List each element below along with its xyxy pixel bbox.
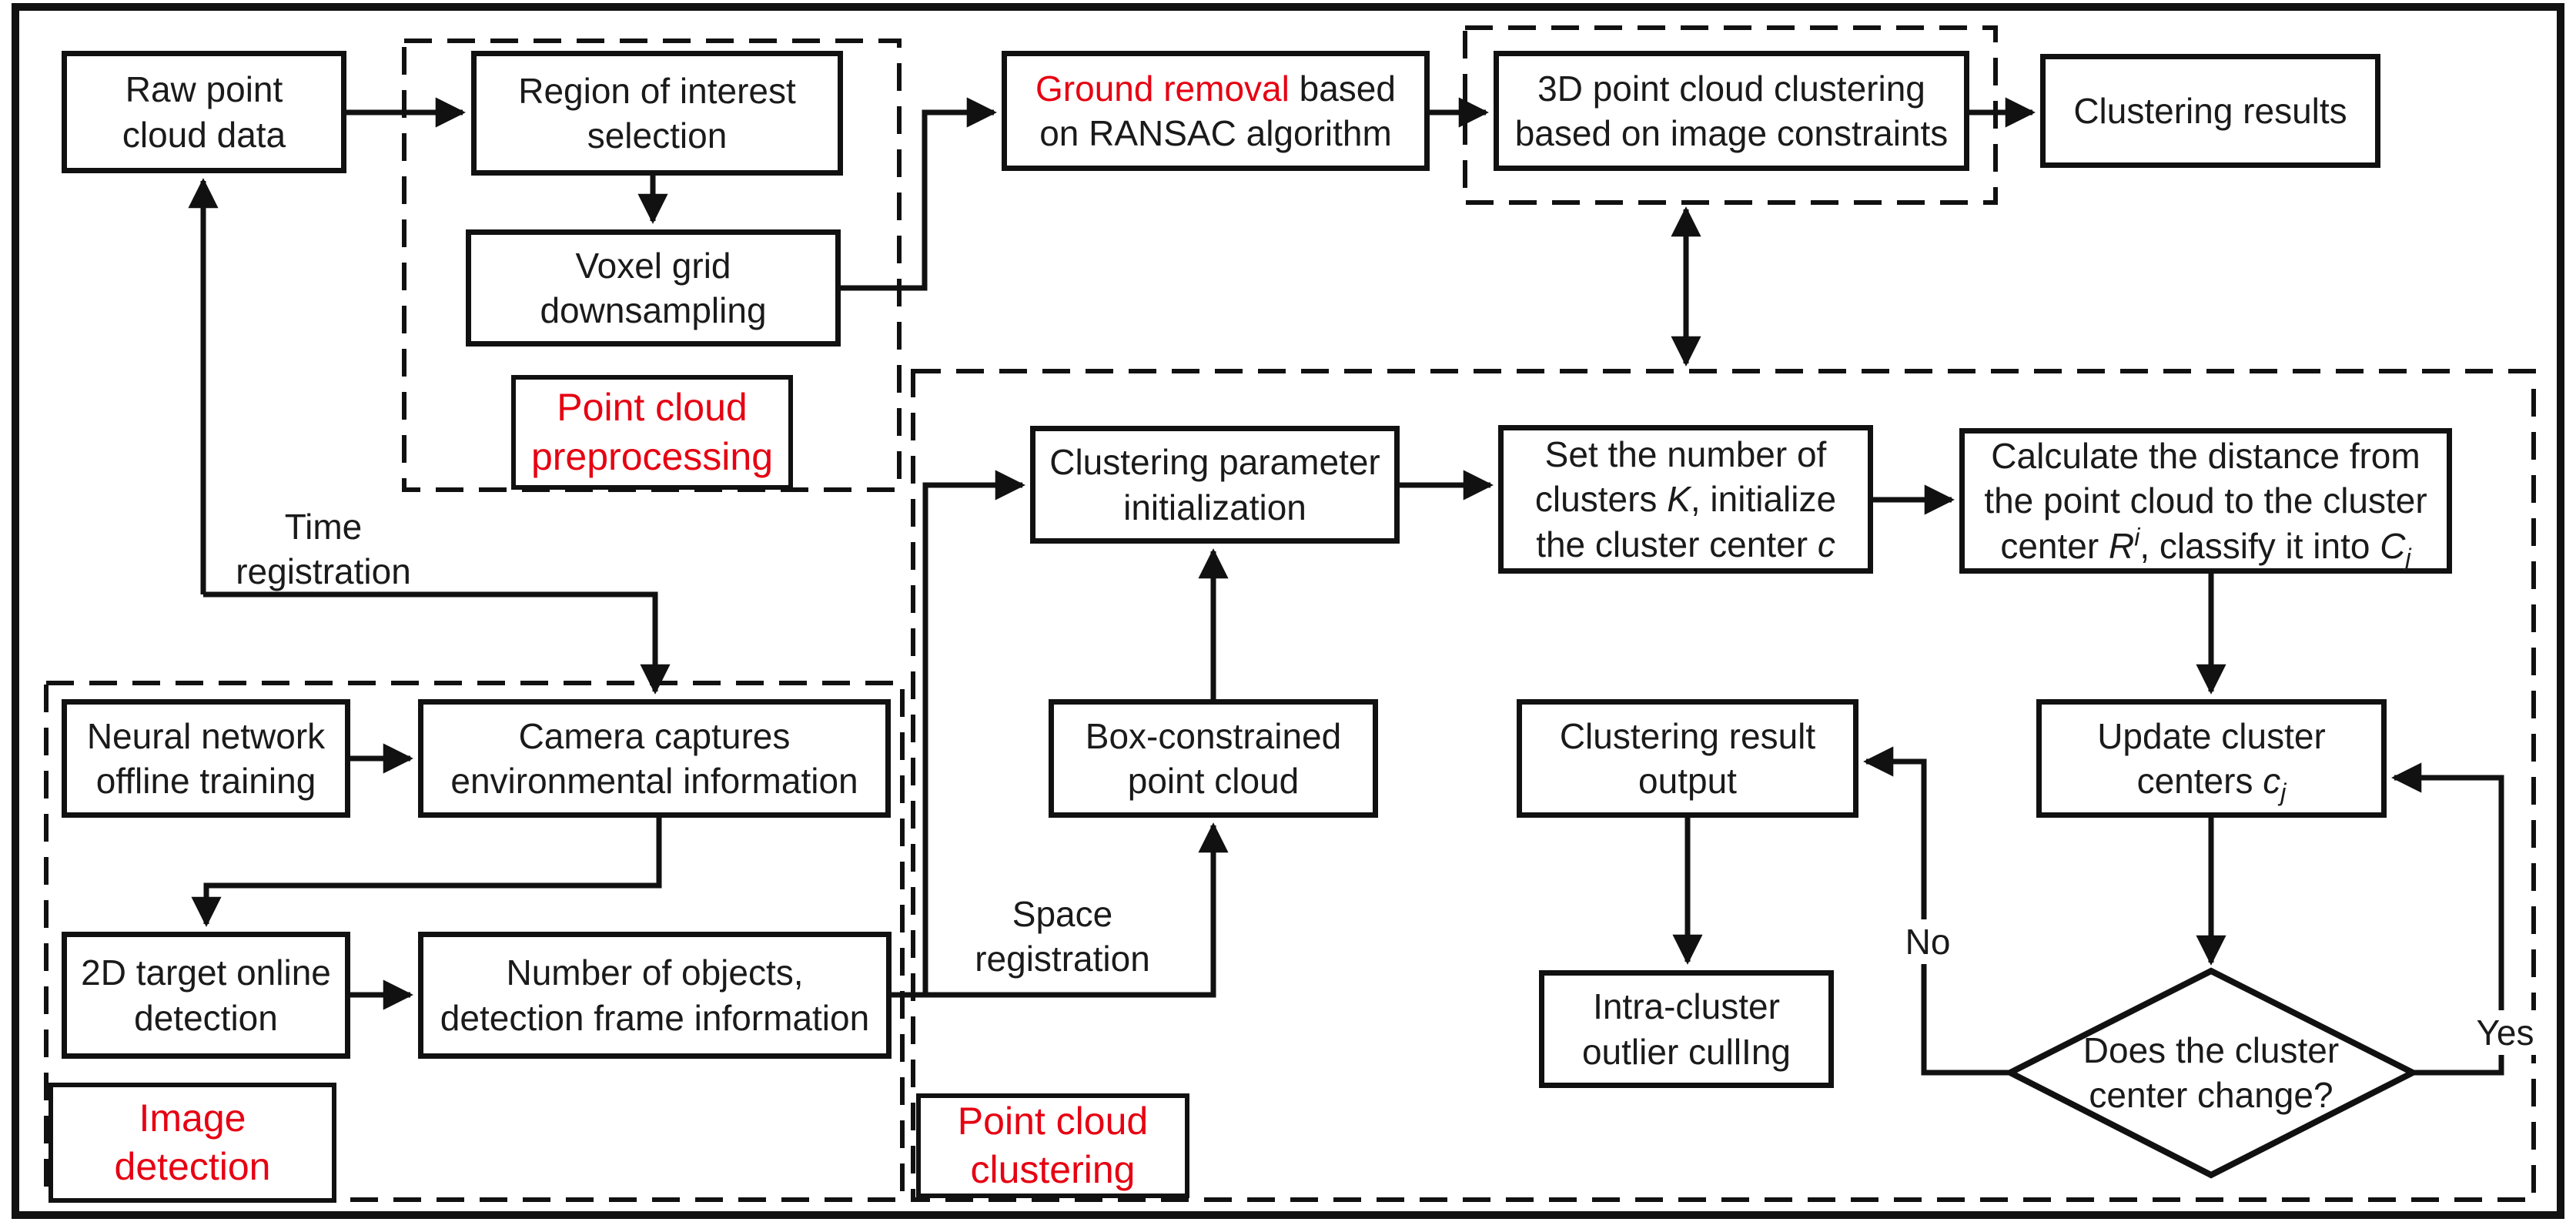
edge-label-text: registration — [975, 939, 1150, 979]
module-label-image-detection: Image detection — [49, 1083, 336, 1203]
node-text: Update cluster — [2097, 715, 2326, 756]
edge-label-space-registration: Space registration — [947, 892, 1178, 982]
node-text: Voxel grid — [575, 245, 731, 286]
edge-label-text: Space — [1012, 894, 1113, 934]
node-region-of-interest: Region of interest selection — [471, 51, 843, 176]
node-text: centers cj — [2136, 761, 2287, 807]
node-2d-target-online-detection: 2D target online detection — [62, 932, 350, 1059]
node-text: Ground removal based — [1035, 68, 1396, 109]
node-neural-network-offline-training: Neural network offline training — [62, 699, 350, 818]
node-intra-cluster-outlier-culling: Intra-cluster outlier cullIng — [1539, 970, 1834, 1088]
node-set-number-of-clusters: Set the number of clusters K, initialize… — [1498, 425, 1873, 574]
decision-diamond-label: Does the cluster center change? — [2049, 1028, 2373, 1118]
node-text: the point cloud to the cluster — [1984, 480, 2427, 521]
region-point-cloud-clustering — [911, 369, 2536, 1202]
edge-camera-to-2d — [191, 818, 662, 927]
node-text: point cloud — [1127, 761, 1300, 801]
node-text: Set the number of — [1544, 434, 1827, 474]
node-text: downsampling — [540, 290, 767, 330]
edge-label-no: No — [1888, 919, 1968, 965]
node-text: output — [1638, 761, 1737, 801]
module-label-point-cloud-clustering: Point cloud clustering — [916, 1093, 1189, 1198]
module-label-text: preprocessing — [530, 434, 774, 478]
node-text: Intra-cluster — [1593, 986, 1780, 1027]
node-clustering-parameter-initialization: Clustering parameter initialization — [1030, 426, 1400, 544]
node-text: Clustering result — [1559, 715, 1816, 756]
edge-label-yes: Yes — [2462, 1010, 2548, 1056]
node-voxel-grid-downsampling: Voxel grid downsampling — [466, 229, 841, 347]
node-text: clusters K, initialize — [1534, 479, 1837, 520]
outer-border — [12, 3, 2564, 1219]
node-text: environmental information — [450, 761, 858, 801]
node-text: Neural network — [86, 715, 326, 756]
node-text: cloud data — [122, 114, 286, 155]
edge-label-text: Time — [284, 507, 363, 547]
edge-timereg-to-camera — [203, 591, 671, 695]
module-label-text: Image — [139, 1096, 246, 1140]
node-text: center Ri, classify it into Cj — [2000, 523, 2411, 571]
node-text: Clustering parameter — [1049, 442, 1380, 483]
edge-voxel-to-ground — [841, 97, 997, 291]
node-text: Number of objects, — [506, 952, 804, 993]
edge-diamond-yes-to-update — [2391, 762, 2504, 1076]
region-point-cloud-preprocessing — [402, 39, 902, 492]
node-camera-captures-environment: Camera captures environmental informatio… — [418, 699, 891, 818]
node-text: Clustering results — [2073, 90, 2347, 131]
node-box-constrained-point-cloud: Box-constrained point cloud — [1049, 699, 1378, 818]
edge-label-time-registration: Time registration — [208, 504, 439, 594]
node-text: Box-constrained — [1085, 715, 1342, 756]
node-raw-point-cloud-data: Raw point cloud data — [62, 51, 346, 173]
node-text: 3D point cloud clustering — [1537, 68, 1925, 109]
node-text: 2D target online — [81, 952, 331, 993]
edge-label-text: No — [1888, 919, 1968, 965]
module-label-point-cloud-preprocessing: Point cloud preprocessing — [511, 375, 793, 490]
node-text: detection frame information — [440, 997, 870, 1038]
node-text: Calculate the distance from — [1991, 435, 2420, 476]
node-clustering-results: Clustering results — [2040, 54, 2380, 168]
node-text: Camera captures — [518, 715, 791, 756]
node-clustering-result-output: Clustering result output — [1517, 699, 1858, 818]
edge-numobj-to-param — [922, 470, 1025, 995]
module-label-text: clustering — [970, 1148, 1136, 1191]
node-ground-removal-ransac: Ground removal based on RANSAC algorithm — [1002, 51, 1430, 171]
decision-diamond — [2003, 967, 2420, 1179]
node-text: offline training — [95, 761, 316, 801]
edge-numobj-to-boxconstrained — [892, 822, 1229, 998]
node-text: detection — [134, 997, 278, 1038]
module-label-text: Point cloud — [557, 386, 748, 429]
node-text: based on image constraints — [1514, 113, 1949, 153]
node-text: Raw point — [125, 69, 283, 110]
node-text: the cluster center c — [1536, 524, 1835, 564]
node-text: on RANSAC algorithm — [1039, 113, 1392, 153]
edge-label-text: registration — [236, 551, 411, 592]
node-update-cluster-centers: Update cluster centers cj — [2036, 699, 2387, 818]
node-3d-point-cloud-clustering: 3D point cloud clustering based on image… — [1494, 51, 1969, 171]
node-text: initialization — [1123, 487, 1306, 527]
node-text: Does the cluster — [2083, 1030, 2340, 1070]
module-label-text: detection — [114, 1145, 271, 1188]
node-text: selection — [587, 116, 728, 156]
edge-diamond-no-to-clusout — [1863, 746, 2010, 1076]
node-text: outlier cullIng — [1581, 1031, 1791, 1072]
node-number-of-objects: Number of objects, detection frame infor… — [418, 932, 892, 1059]
node-calculate-distance: Calculate the distance from the point cl… — [1959, 428, 2452, 574]
node-text: Region of interest — [518, 70, 796, 111]
node-text: center change? — [2089, 1075, 2333, 1116]
edge-label-text: Yes — [2462, 1010, 2548, 1056]
module-label-text: Point cloud — [957, 1099, 1149, 1143]
